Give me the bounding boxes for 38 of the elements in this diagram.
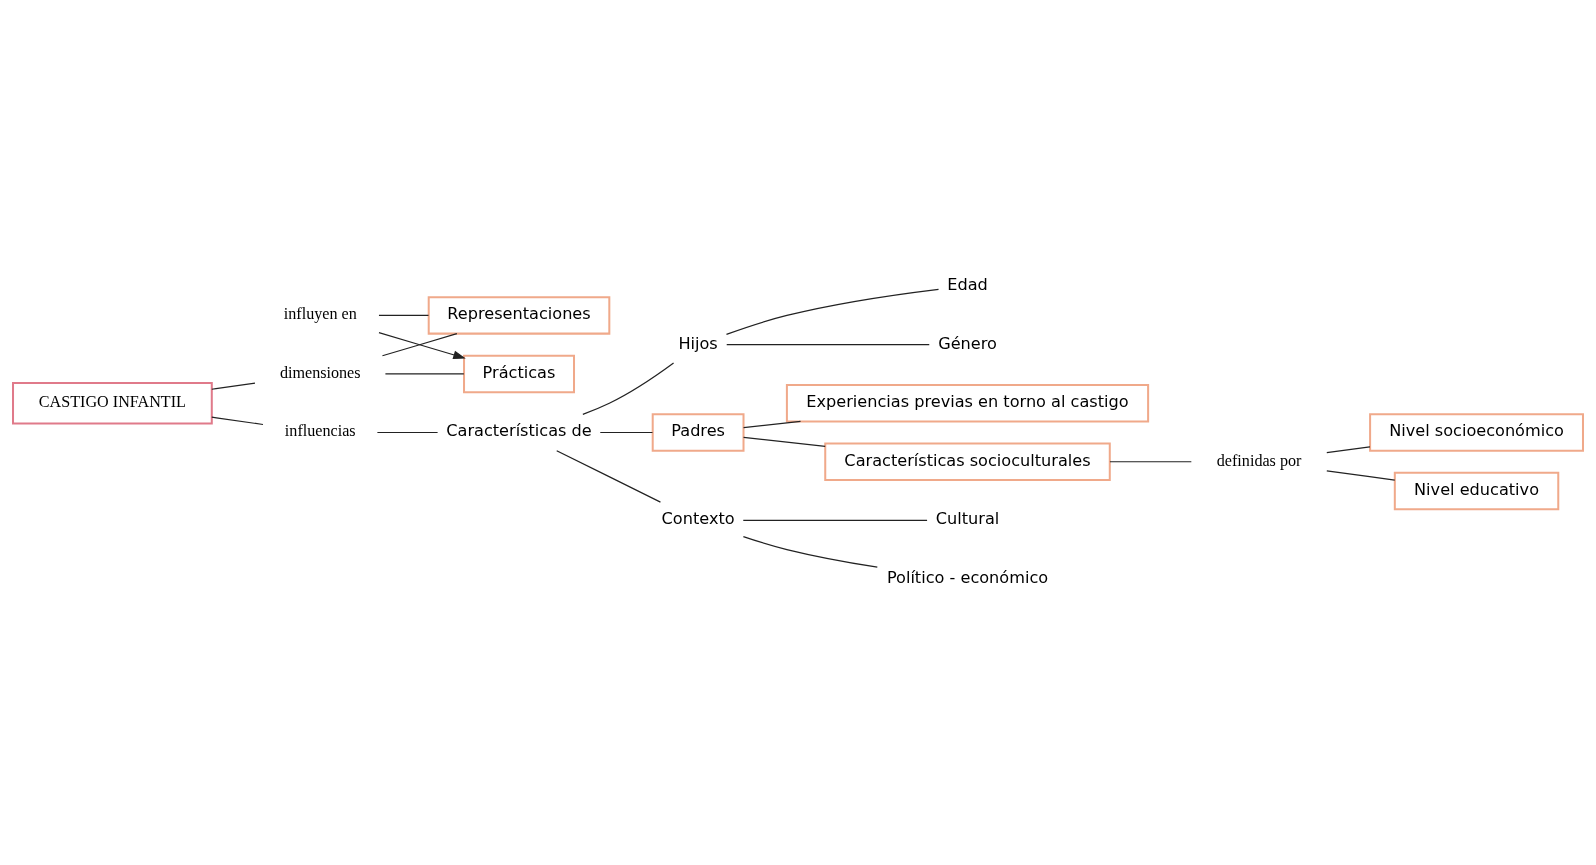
node-box: CASTIGO INFANTIL: [12, 382, 213, 425]
node-text: Características de: [446, 421, 592, 441]
connector: [1326, 446, 1371, 454]
connector: [211, 416, 264, 426]
node-box: Prácticas: [463, 354, 575, 394]
connector: [384, 373, 465, 375]
node-text: Género: [938, 333, 997, 353]
connector: [211, 382, 256, 390]
connector: [376, 431, 439, 434]
node-text: definidas por: [1216, 451, 1302, 469]
connector: [725, 288, 940, 335]
connector: [726, 344, 930, 346]
node-text: Cultural: [935, 509, 1000, 529]
connector: [378, 314, 430, 317]
connector: [742, 519, 928, 521]
connector: [742, 436, 826, 447]
connector: [742, 420, 802, 429]
connector: [1326, 470, 1396, 481]
arrow: [378, 332, 466, 360]
node-text: influencias: [284, 422, 356, 440]
node-text: Contexto: [661, 509, 735, 529]
node-box: Representaciones: [427, 296, 611, 335]
node-box: Padres: [651, 413, 745, 452]
node-text: Edad: [947, 275, 988, 295]
node-box: Experiencias previas en torno al castigo: [785, 384, 1150, 423]
node-text: Hijos: [678, 333, 718, 353]
node-box: Características socioculturales: [824, 442, 1111, 481]
node-text: Político - económico: [886, 567, 1049, 587]
connector: [599, 431, 654, 434]
node-box: Nivel educativo: [1393, 471, 1560, 511]
node-text: influyen en: [283, 305, 357, 323]
connector: [556, 450, 662, 503]
connector: [381, 333, 458, 357]
node-box: Nivel socioeconómico: [1369, 413, 1584, 452]
connector: [742, 535, 878, 568]
connector: [1109, 461, 1192, 463]
connector: [582, 362, 675, 415]
node-text: dimensiones: [279, 363, 361, 381]
